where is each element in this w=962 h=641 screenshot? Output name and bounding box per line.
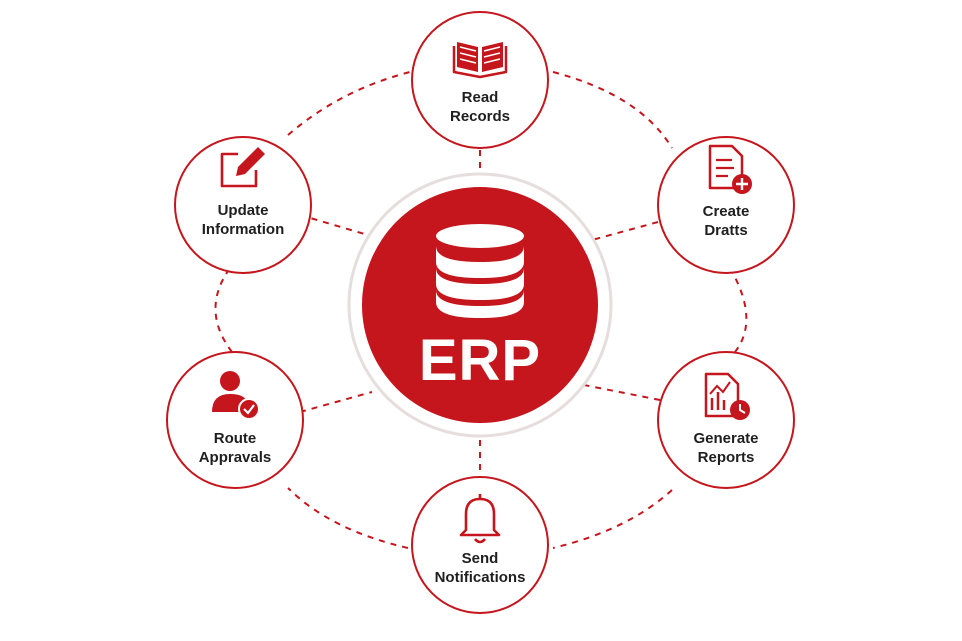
edit-pencil-icon [220, 147, 265, 188]
ring-segment-read-create [552, 71, 673, 149]
node-label-line1: Generate [693, 430, 758, 447]
node-create-drafts[interactable]: Create Dratts [657, 136, 795, 274]
node-label-line1: Update [218, 202, 269, 219]
node-route-approvals[interactable]: Route Appravals [166, 351, 304, 489]
ring-segment-route-update [214, 267, 233, 353]
spokes [299, 150, 661, 478]
ring-segment-update-read [287, 71, 411, 136]
node-read-records[interactable]: Read Records [411, 11, 549, 149]
open-book-icon [452, 42, 508, 79]
spoke-reports [583, 384, 661, 401]
erp-hub: ERP [347, 172, 613, 438]
bell-icon [459, 494, 501, 544]
spoke-route [299, 391, 373, 413]
node-label-line1: Send [462, 550, 499, 567]
outer-ring [214, 71, 748, 549]
node-update-information[interactable]: Update Information [174, 136, 312, 274]
node-label-line1: Route [214, 430, 257, 447]
node-label-line1: Read [462, 89, 499, 106]
user-check-icon [212, 371, 260, 420]
node-label-line2: Information [202, 221, 285, 238]
node-generate-reports[interactable]: Generate Reports [657, 351, 795, 489]
node-label-line1: Create [703, 203, 750, 220]
ring-segment-create-reports [729, 267, 748, 353]
node-label-line2: Appravals [199, 449, 272, 466]
report-chart-clock-icon [704, 372, 750, 420]
ring-segment-send-route [287, 487, 409, 549]
ring-segment-reports-send [552, 489, 673, 549]
spoke-create [591, 221, 659, 241]
node-label-line2: Dratts [704, 222, 747, 239]
node-send-notifications[interactable]: Send Notifications [411, 476, 549, 614]
database-icon [436, 224, 524, 318]
node-label-line2: Reports [698, 449, 755, 466]
document-plus-icon [708, 144, 752, 194]
hub-circle [362, 187, 598, 423]
hub-label: ERP [419, 328, 541, 393]
node-label-line2: Notifications [435, 569, 526, 586]
node-label-line2: Records [450, 108, 510, 125]
